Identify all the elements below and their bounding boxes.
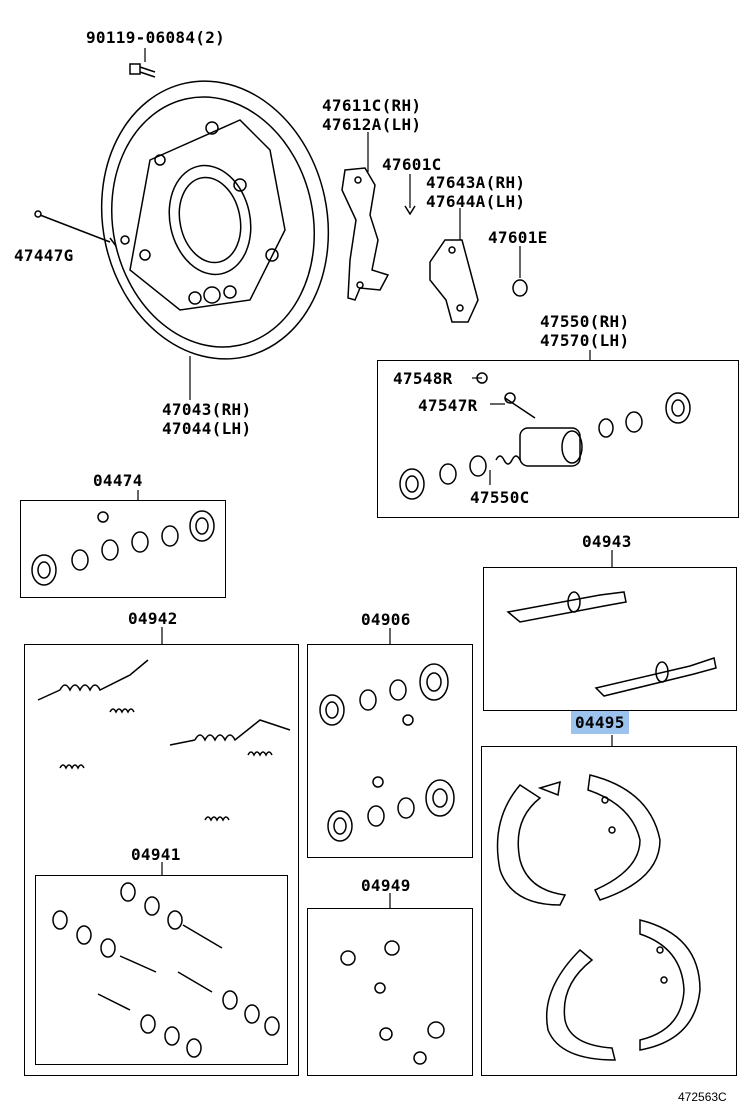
label-clip[interactable]: 47601C <box>382 155 442 174</box>
label-cyl-lh[interactable]: 47570(LH) <box>540 331 630 350</box>
box-04942 <box>24 644 299 1076</box>
label-kit-04942[interactable]: 04942 <box>128 609 178 628</box>
label-kit-04941[interactable]: 04941 <box>131 845 181 864</box>
label-bleeder[interactable]: 47547R <box>418 396 478 415</box>
label-plate-rh[interactable]: 47043(RH) <box>162 400 252 419</box>
label-kit-04906[interactable]: 04906 <box>361 610 411 629</box>
bolt-part <box>129 63 156 78</box>
label-pin[interactable]: 47447G <box>14 246 74 265</box>
box-04474 <box>20 500 226 598</box>
box-wheel-cylinder <box>377 360 739 518</box>
brake-shoes <box>496 774 701 1061</box>
label-kit-04474[interactable]: 04474 <box>93 471 143 490</box>
label-lever-rh[interactable]: 47611C(RH) <box>322 96 422 115</box>
label-plate-lh[interactable]: 47044(LH) <box>162 419 252 438</box>
label-cap[interactable]: 47548R <box>393 369 453 388</box>
kit-04949-parts <box>340 940 445 1065</box>
box-04906 <box>307 644 473 858</box>
kit-04474-parts <box>31 510 215 586</box>
label-kit-04949[interactable]: 04949 <box>361 876 411 895</box>
kit-04943-parts <box>506 591 717 697</box>
lever-part <box>341 167 390 301</box>
label-cyl-rh[interactable]: 47550(RH) <box>540 312 630 331</box>
box-04949 <box>307 908 473 1076</box>
ring-part <box>512 279 528 297</box>
box-04495 <box>481 746 737 1076</box>
label-bolt[interactable]: 90119-06084(2) <box>86 28 226 47</box>
clip-part <box>404 205 416 216</box>
pin-part <box>39 214 117 247</box>
strut-part <box>429 239 479 323</box>
diagram-code: 472563C <box>678 1090 727 1104</box>
box-04941 <box>35 875 288 1065</box>
label-ring[interactable]: 47601E <box>488 228 548 247</box>
label-cyl-kit[interactable]: 47550C <box>470 488 530 507</box>
label-strut-rh[interactable]: 47643A(RH) <box>426 173 526 192</box>
label-kit-04943[interactable]: 04943 <box>582 532 632 551</box>
label-strut-lh[interactable]: 47644A(LH) <box>426 192 526 211</box>
kit-04941-parts <box>52 882 280 1058</box>
box-04943 <box>483 567 737 711</box>
kit-04942-parts <box>37 659 291 822</box>
wheel-cylinder-parts <box>399 372 691 500</box>
backing-plate <box>100 80 330 360</box>
label-kit-04495[interactable]: 04495 <box>571 711 629 734</box>
label-lever-lh[interactable]: 47612A(LH) <box>322 115 422 134</box>
kit-04906-parts <box>319 663 455 842</box>
